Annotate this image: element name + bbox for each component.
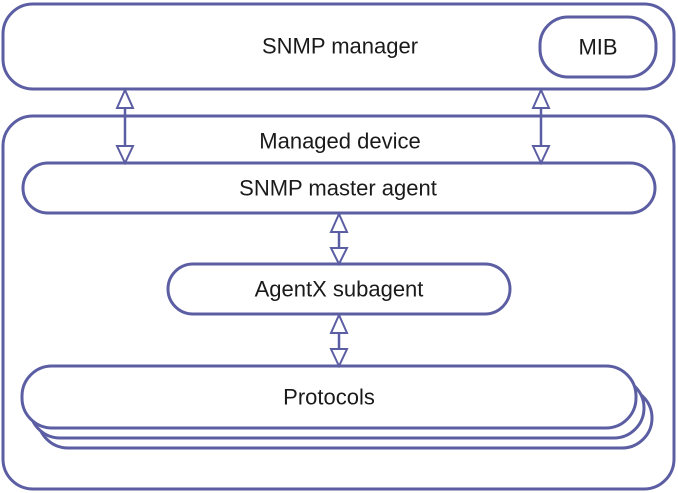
subagent-protocols-arrow [329, 312, 349, 369]
manager-master-arrow-left [115, 87, 135, 166]
manager-master-arrow-right [531, 87, 551, 166]
snmp-master-agent-label: SNMP master agent [239, 176, 437, 201]
arrow-up-icon [329, 211, 349, 233]
arrow-up-icon [115, 87, 135, 109]
arrow-down-icon [531, 145, 551, 166]
snmp-manager-box [1, 2, 676, 91]
mib-box [538, 15, 658, 79]
protocols-front-box [20, 364, 638, 430]
protocols-label: Protocols [283, 385, 375, 410]
arrow-down-icon [115, 145, 135, 166]
arrow-up-icon [531, 87, 551, 109]
mib-label: MIB [578, 35, 617, 60]
agentx-subagent-label: AgentX subagent [255, 277, 424, 302]
arrow-down-icon [329, 348, 349, 369]
arrow-up-icon [329, 312, 349, 334]
snmp-manager-label: SNMP manager [262, 34, 418, 59]
managed-device-label: Managed device [259, 129, 420, 154]
master-subagent-arrow [329, 211, 349, 267]
arrow-down-icon [329, 247, 349, 267]
